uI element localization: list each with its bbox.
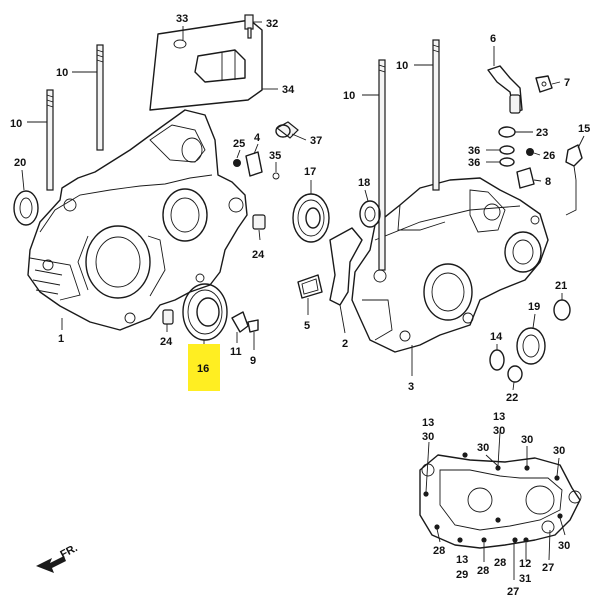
bearing-17	[292, 193, 330, 243]
label-27-right: 27	[542, 562, 554, 574]
label-29: 29	[456, 569, 468, 581]
label-3: 3	[408, 381, 414, 393]
label-17: 17	[304, 166, 316, 178]
right-crankcase	[351, 177, 549, 353]
label-22: 22	[506, 392, 518, 404]
bolt-locations-view	[419, 452, 582, 549]
label-26: 26	[543, 150, 555, 162]
label-35: 35	[269, 150, 281, 162]
label-36-upper: 36	[468, 145, 480, 157]
label-18: 18	[358, 177, 370, 189]
starter-motor-group	[149, 14, 263, 111]
label-13-bottom: 13	[456, 554, 468, 566]
label-10-left-upper: 10	[56, 67, 68, 79]
label-19: 19	[528, 301, 540, 313]
label-14: 14	[490, 331, 503, 343]
label-34: 34	[282, 84, 295, 96]
front-direction-arrow	[36, 556, 66, 573]
label-36-lower: 36	[468, 157, 480, 169]
dowel-pin-24-lower	[162, 309, 174, 325]
label-9: 9	[250, 355, 256, 367]
label-30-mid-right: 30	[521, 434, 533, 446]
label-20: 20	[14, 157, 26, 169]
label-12: 12	[519, 558, 531, 570]
label-33: 33	[176, 13, 188, 25]
label-37: 37	[310, 135, 322, 147]
stud-bolts-left	[46, 44, 104, 191]
clip-15	[565, 144, 583, 181]
label-21: 21	[555, 280, 567, 292]
callout-labels: 10 10 20 33 32 34 37 25 4 35 24 24 1 16 …	[10, 13, 590, 598]
hardware-23-36-26-8	[498, 126, 535, 189]
label-27-bottom: 27	[507, 586, 519, 598]
label-10-right-left: 10	[343, 90, 355, 102]
oil-seal-20	[13, 190, 39, 226]
label-28-mid: 28	[477, 565, 489, 577]
label-7: 7	[564, 77, 570, 89]
label-front: FR.	[58, 542, 79, 561]
label-30-right: 30	[553, 445, 565, 457]
shift-lever-6	[487, 65, 523, 114]
bracket-7	[535, 75, 553, 93]
label-10-left-lower: 10	[10, 118, 22, 130]
label-30-mid-left: 30	[477, 442, 489, 454]
label-25: 25	[233, 138, 245, 150]
label-24-lower: 24	[160, 336, 173, 348]
label-13-mid: 13	[493, 411, 505, 423]
label-28-right: 28	[494, 557, 506, 569]
oil-seal-18	[359, 200, 381, 228]
label-32: 32	[266, 18, 278, 30]
label-23: 23	[536, 127, 548, 139]
highlighted-part-box[interactable]	[188, 344, 220, 391]
label-31: 31	[519, 573, 531, 585]
label-15: 15	[578, 123, 590, 135]
label-10-right-right: 10	[396, 60, 408, 72]
plate-5	[297, 274, 323, 299]
label-2: 2	[342, 338, 348, 350]
left-crankcase	[27, 109, 248, 331]
label-28-left: 28	[433, 545, 445, 557]
label-8: 8	[545, 176, 551, 188]
label-4: 4	[254, 132, 261, 144]
label-1: 1	[58, 333, 64, 345]
label-16[interactable]: 16	[197, 363, 209, 375]
gasket-2	[329, 227, 363, 306]
label-11: 11	[230, 346, 242, 358]
label-6: 6	[490, 33, 496, 45]
label-5: 5	[304, 320, 310, 332]
bearing-16[interactable]	[182, 283, 228, 341]
label-30-left: 30	[422, 431, 434, 443]
label-24-upper: 24	[252, 249, 265, 261]
label-13-left: 13	[422, 417, 434, 429]
label-30-mid: 30	[493, 425, 505, 437]
bolt-11-9	[231, 311, 259, 333]
leader-lines	[21, 21, 585, 580]
label-30-bottom-right: 30	[558, 540, 570, 552]
stud-bolts-right	[378, 39, 440, 271]
dowel-pin-24-upper	[252, 214, 266, 230]
